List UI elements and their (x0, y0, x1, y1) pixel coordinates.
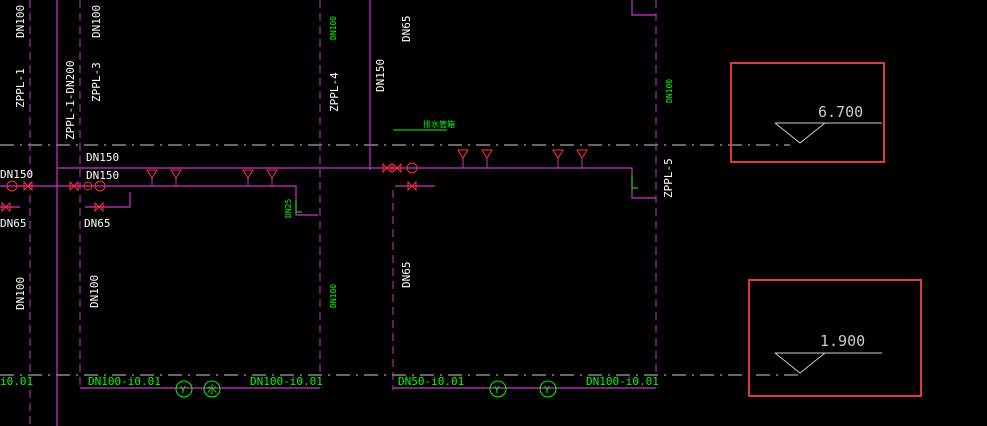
svg-text:Y: Y (544, 385, 550, 396)
riser-bottom-label: DN100 (14, 277, 27, 310)
riser-bottom-label: DN100 (88, 275, 101, 308)
valve-dn65-right[interactable] (407, 180, 417, 192)
sprinkler-head[interactable] (146, 169, 158, 179)
riser-top-label-green: DN100 (329, 16, 338, 40)
valve-dn65-mid[interactable] (94, 201, 104, 213)
axis-lines (0, 144, 800, 376)
svg-text:Y: Y (180, 385, 186, 396)
sprinkler-drops (151, 158, 583, 186)
sprinkler-head[interactable] (457, 149, 469, 159)
slope-label: DN100-i0.01 (250, 375, 323, 388)
riser-top-label: DN65 (400, 16, 413, 43)
sprinkler-head[interactable] (242, 169, 254, 179)
circle-tag[interactable]: Y (539, 380, 557, 398)
sprinkler-head[interactable] (170, 169, 182, 179)
sprinkler-heads (146, 149, 588, 179)
horizontal-labels: DN150 DN150 DN150 DN65 DN65 排水管箱 (0, 119, 455, 230)
pipes-solid (0, 0, 656, 426)
pipe-corner-top-right (631, 0, 656, 16)
riser-top-label: DN100 (14, 5, 27, 38)
pipe-label-left-dn150: DN150 (0, 168, 33, 181)
riser-name-zppl-1: ZPPL-1 (14, 68, 27, 108)
elevation-mark-lower[interactable]: 1.900 (774, 332, 882, 374)
valve-dn65-left[interactable] (1, 201, 11, 213)
svg-text:水: 水 (207, 384, 217, 396)
circle-tag[interactable]: Y (489, 380, 507, 398)
riser-name-zppl-5: ZPPL-5 (662, 158, 675, 198)
elevation-mark-upper[interactable]: 6.700 (774, 103, 882, 144)
riser-name-zppl-1-dn200: ZPPL-1-DN200 (64, 61, 77, 140)
highlight-box-upper (730, 62, 885, 163)
riser-name-zppl-4: ZPPL-4 (328, 72, 341, 112)
riser-name-zppl-3: ZPPL-3 (90, 62, 103, 102)
tag-green-mid: 排水管箱 (423, 119, 455, 129)
valves (1, 162, 418, 213)
sprinkler-head[interactable] (576, 149, 588, 159)
slope-label: i0.01 (0, 375, 33, 388)
slope-label: DN100-i0.01 (586, 375, 659, 388)
pipe-label-dn25: DN25 (284, 199, 293, 218)
pipe-label-mid-dn150-top: DN150 (86, 151, 119, 164)
pipe-label-mid-dn150-bottom: DN150 (86, 169, 119, 182)
svg-text:Y: Y (494, 385, 500, 396)
sprinkler-head[interactable] (266, 169, 278, 179)
riser-top-label-green: DN100 (665, 79, 674, 103)
slope-label: DN100-i0.01 (88, 375, 161, 388)
bottom-slope-labels: i0.01 DN100-i0.01 DN100-i0.01 DN50-i0.01… (0, 375, 659, 388)
riser-top-label: DN100 (90, 5, 103, 38)
sprinkler-head[interactable] (552, 149, 564, 159)
circle-tags: Y 水 Y Y (175, 380, 557, 398)
valve-mid-1[interactable] (69, 180, 106, 192)
valve-left-1[interactable] (6, 180, 33, 192)
circle-tag[interactable]: 水 (203, 380, 221, 398)
elevation-value-upper: 6.700 (818, 103, 863, 121)
vertical-labels: DN100 ZPPL-1 ZPPL-1-DN200 DN100 ZPPL-3 D… (14, 5, 675, 310)
valve-mid-right[interactable] (382, 162, 418, 174)
slope-label: DN50-i0.01 (398, 375, 464, 388)
pipe-label-left-dn65: DN65 (0, 217, 27, 230)
sprinkler-head[interactable] (481, 149, 493, 159)
circle-tag[interactable]: Y (175, 380, 193, 398)
riser-bottom-label-green: DN100 (329, 284, 338, 308)
riser-name-dn150: DN150 (374, 59, 387, 92)
pipe-dn65-mid (85, 192, 131, 208)
pipe-label-mid-dn65: DN65 (84, 217, 111, 230)
riser-dashed-lines (29, 0, 657, 426)
pipe-upper-right (385, 167, 656, 199)
pipe-branch-left (0, 185, 318, 216)
highlight-box-lower (748, 279, 922, 397)
elevation-value-lower: 1.900 (820, 332, 865, 350)
riser-bottom-label: DN65 (400, 262, 413, 289)
test-valve-markers (295, 175, 638, 213)
